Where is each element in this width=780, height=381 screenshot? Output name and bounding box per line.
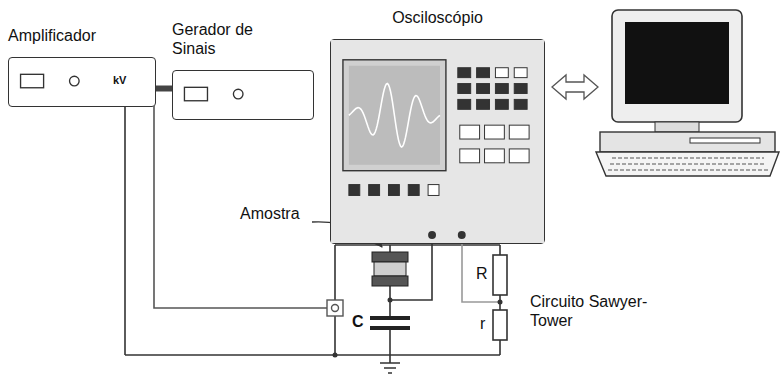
device-panel	[173, 71, 313, 119]
panel-label: kV	[113, 74, 126, 86]
device-title: Gerador de Sinais	[172, 20, 282, 58]
sample-electrode	[372, 252, 408, 262]
top-rail	[335, 244, 500, 246]
part-label: Amostra	[240, 204, 300, 223]
junction-dot	[333, 353, 338, 358]
junction-dot	[388, 298, 393, 303]
bottom-rail	[125, 354, 500, 356]
oscilloscope: Osciloscópio	[330, 8, 545, 244]
device-title: Amplificador	[8, 26, 156, 45]
resistor-symbol	[493, 255, 507, 295]
amplifier: Amplificador kV	[8, 26, 156, 107]
component-label: R	[476, 264, 488, 283]
junction-dot	[498, 300, 503, 305]
capacitor-symbol	[370, 318, 410, 328]
component-label: r	[480, 314, 485, 333]
sample-electrode	[372, 276, 408, 286]
amp-wire	[154, 106, 327, 308]
component-label: C	[352, 312, 364, 331]
hv-connector	[327, 300, 343, 316]
signal-cable	[156, 86, 172, 92]
computer	[596, 10, 779, 176]
device-title: Osciloscópio	[330, 8, 545, 27]
hv-connector-pin	[332, 305, 339, 312]
amp-wire	[124, 106, 126, 355]
device-body	[330, 39, 545, 244]
device-panel	[9, 58, 155, 106]
resistor-symbol	[493, 310, 507, 340]
signal-generator: Gerador de Sinais	[172, 20, 314, 120]
bus-arrow	[552, 75, 598, 99]
device-body: kV	[8, 57, 156, 107]
device-body	[172, 70, 314, 120]
ground-symbol	[380, 355, 400, 373]
sample-body	[374, 262, 406, 276]
device-panel	[331, 40, 544, 243]
circuit-label: Circuito Sawyer-Tower	[530, 292, 648, 330]
scope-probe	[462, 234, 500, 302]
